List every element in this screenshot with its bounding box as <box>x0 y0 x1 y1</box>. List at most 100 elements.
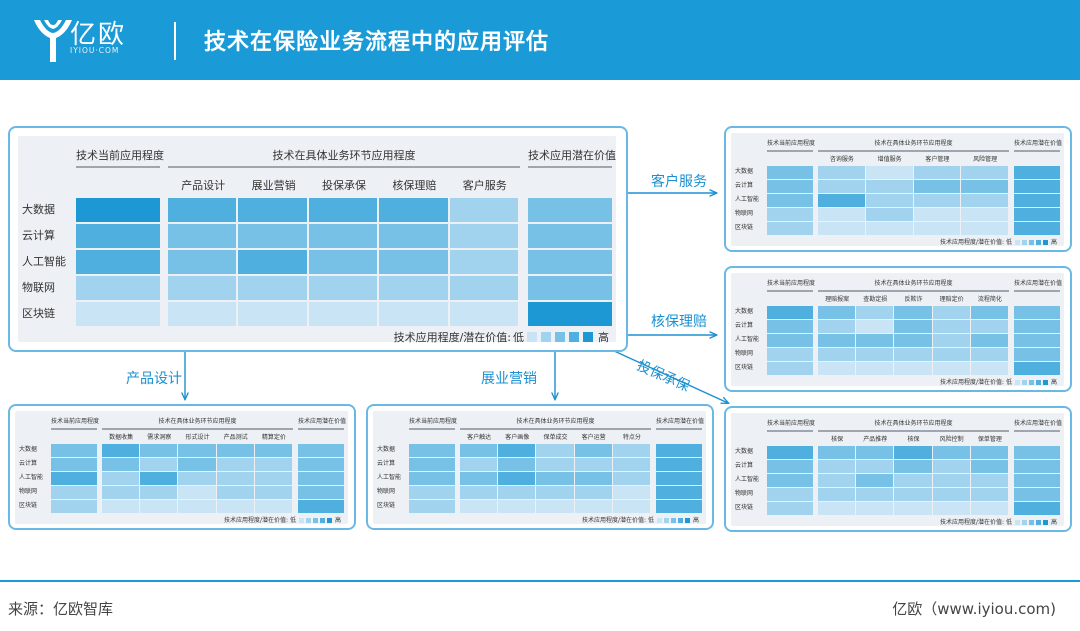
detail-hebao-current-cell <box>767 362 813 375</box>
detail-chanpin-stage-cell <box>178 500 216 513</box>
detail-hebao-stage-cell <box>894 306 932 319</box>
main-current-cell <box>76 198 160 222</box>
detail-toubao-legend-swatch <box>1029 520 1034 525</box>
detail-toubao-stage-cell <box>894 446 932 459</box>
detail-hebao-row-label: 区块链 <box>735 363 754 371</box>
detail-zhanye-stage-cell <box>460 444 498 457</box>
main-stage-cell <box>449 198 518 222</box>
detail-zhanye-stage-cell <box>460 486 498 499</box>
detail-toubao-row-label: 区块链 <box>735 503 754 511</box>
header-divider <box>174 22 176 60</box>
detail-chanpin-stage-cell <box>140 444 178 457</box>
detail-chanpin-stage-cell <box>216 472 254 485</box>
detail-zhanye-row-label: 云计算 <box>377 459 396 467</box>
detail-toubao-rule-stages <box>818 430 1009 432</box>
detail-toubao-header-current: 技术当前应用程度 <box>767 420 816 427</box>
detail-hebao-stage-cell <box>932 362 970 375</box>
detail-hebao-column-label: 流程简化 <box>977 296 1002 303</box>
detail-hebao-stage-cell <box>818 320 856 333</box>
detail-zhanye-potential-cell <box>656 458 702 471</box>
main-stage-cell <box>168 302 237 326</box>
detail-chanpin-legend-low: 低 <box>290 517 297 524</box>
detail-kefu-current-cell <box>767 222 813 235</box>
detail-kefu-column-label: 咨询服务 <box>829 156 854 163</box>
main-legend-swatch <box>583 332 593 342</box>
detail-chanpin-legend-swatch <box>313 518 318 523</box>
main-stage-cell <box>168 224 237 248</box>
detail-zhanye-stage-cell <box>574 472 612 485</box>
main-current-cell <box>76 276 160 300</box>
main-current-cell <box>76 224 160 248</box>
main-row-label: 云计算 <box>22 228 55 242</box>
detail-toubao-current-cell <box>767 446 813 459</box>
main-stage-cell <box>308 250 378 274</box>
detail-kefu-legend-swatch <box>1029 240 1034 245</box>
detail-toubao-header-potential: 技术应用潜在价值 <box>1014 420 1063 427</box>
detail-toubao-column-label: 核保 <box>907 436 920 443</box>
main-column-label: 展业营销 <box>251 179 296 192</box>
detail-chanpin-legend-swatch <box>299 518 304 523</box>
detail-kefu-column-label: 风险管理 <box>973 156 998 163</box>
detail-chanpin-column-label: 数据收集 <box>109 434 134 441</box>
detail-chanpin-stage-cell <box>102 458 140 471</box>
detail-zhanye-stage-cell <box>536 458 574 471</box>
detail-toubao-stage-cell <box>818 474 856 487</box>
flow-label-zhanye: 展业营销 <box>481 371 537 387</box>
detail-hebao-current-cell <box>767 306 813 319</box>
detail-zhanye-legend-low: 低 <box>648 517 655 524</box>
detail-chanpin-legend-swatch <box>320 518 325 523</box>
detail-kefu-stage-cell <box>961 180 1008 193</box>
detail-toubao-stage-cell <box>894 474 932 487</box>
detail-toubao-potential-cell <box>1014 502 1060 515</box>
detail-chanpin-potential-cell <box>298 444 344 457</box>
detail-chanpin-potential-cell <box>298 486 344 499</box>
detail-toubao-row-label: 云计算 <box>735 461 754 469</box>
detail-chanpin-legend-high: 高 <box>335 517 342 524</box>
detail-zhanye-stage-cell <box>612 486 650 499</box>
detail-chanpin-row-label: 云计算 <box>19 459 38 467</box>
detail-kefu-legend-low: 低 <box>1006 239 1013 246</box>
detail-zhanye-stage-cell <box>612 458 650 471</box>
detail-hebao-rule-stages <box>818 290 1009 292</box>
detail-kefu-stage-cell <box>913 166 961 179</box>
detail-zhanye-row-label: 大数据 <box>377 445 396 453</box>
detail-toubao-current-cell <box>767 488 813 501</box>
detail-zhanye-column-label: 客户运营 <box>581 434 606 441</box>
detail-hebao-stage-cell <box>818 334 856 347</box>
detail-toubao-stage-cell <box>970 460 1008 473</box>
detail-hebao-stage-cell <box>932 348 970 361</box>
detail-toubao-stage-cell <box>856 474 894 487</box>
detail-kefu-stage-cell <box>865 222 913 235</box>
detail-chanpin-rule-stages <box>102 428 293 430</box>
detail-hebao-stage-cell <box>856 362 894 375</box>
detail-toubao-stage-cell <box>894 488 932 501</box>
main-header-stages: 技术在具体业务环节应用程度 <box>272 149 416 162</box>
detail-hebao-stage-cell <box>932 320 970 333</box>
detail-hebao-column-label: 理赔定价 <box>939 296 964 303</box>
detail-toubao-legend-swatch <box>1043 520 1048 525</box>
detail-kefu-potential-cell <box>1014 166 1060 179</box>
detail-chanpin-potential-cell <box>298 472 344 485</box>
detail-hebao-row-label: 云计算 <box>735 321 754 329</box>
main-legend-swatch <box>527 332 537 342</box>
detail-zhanye-header-current: 技术当前应用程度 <box>409 418 458 425</box>
detail-zhanye-legend-high: 高 <box>693 517 700 524</box>
detail-toubao-legend-swatch <box>1015 520 1020 525</box>
detail-toubao-column-label: 风险控制 <box>939 436 964 443</box>
detail-chanpin-current-cell <box>51 500 97 513</box>
detail-zhanye-legend-label: 技术应用程度/潜在价值: <box>581 517 646 524</box>
detail-zhanye-rule-potential <box>656 428 702 430</box>
main-stage-cell <box>308 276 378 300</box>
detail-toubao-potential-cell <box>1014 488 1060 501</box>
main-stage-cell <box>379 224 448 248</box>
detail-zhanye-potential-cell <box>656 500 702 513</box>
detail-hebao-current-cell <box>767 334 813 347</box>
detail-kefu-legend-swatch <box>1043 240 1048 245</box>
detail-toubao-potential-cell <box>1014 446 1060 459</box>
detail-chanpin-potential-cell <box>298 458 344 471</box>
flow-label-kefu: 客户服务 <box>651 174 707 190</box>
detail-zhanye-current-cell <box>409 444 455 457</box>
detail-hebao-potential-cell <box>1014 320 1060 333</box>
main-header-current: 技术当前应用程度 <box>76 149 164 162</box>
detail-toubao-legend-high: 高 <box>1051 519 1058 526</box>
